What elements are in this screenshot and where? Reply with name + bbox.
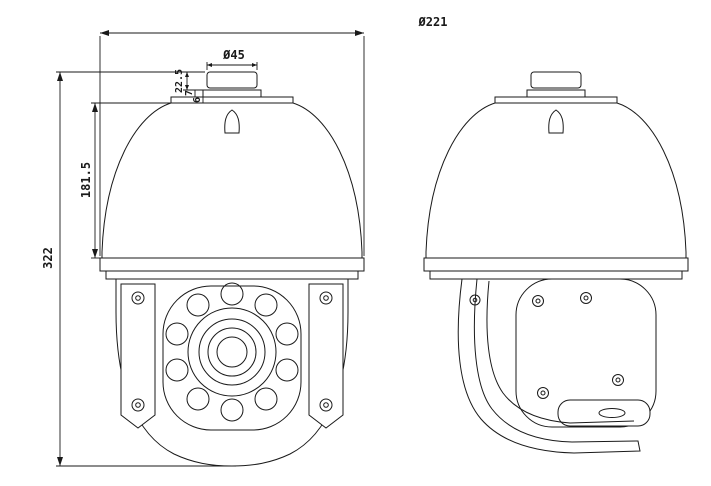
ir-led	[186, 293, 210, 317]
ir-led-ring	[165, 282, 299, 422]
screw-icon	[537, 387, 549, 399]
dome-rim-inner	[105, 270, 359, 280]
screw-icon	[532, 295, 544, 307]
top-connector-cap	[530, 71, 582, 89]
yoke-arm-inner-edge	[486, 280, 635, 424]
dim-dome-height: 181.5	[79, 102, 171, 259]
ir-led	[254, 293, 278, 317]
ir-faceplate	[162, 285, 302, 431]
screw-center-icon	[472, 297, 478, 303]
screw-center-icon	[323, 295, 329, 301]
dim-connector-diameter: Ø45	[206, 48, 258, 70]
dim-label-dome-diameter: Ø221	[418, 15, 448, 29]
lens-aperture	[216, 336, 248, 368]
dome-rim-outer	[99, 257, 365, 272]
dim-overall-height: 322	[41, 71, 236, 467]
ir-led	[254, 387, 278, 411]
right-bracket-strap	[308, 283, 344, 429]
ir-led	[220, 398, 244, 422]
dim-label-overall-height: 322	[41, 247, 55, 269]
body-screws	[469, 292, 624, 399]
mounting-hook-cutout	[224, 109, 240, 134]
screw-icon	[580, 292, 592, 304]
ir-led	[165, 322, 189, 346]
ir-led	[275, 322, 299, 346]
front-view	[99, 71, 365, 467]
dome-rim-inner	[429, 270, 683, 280]
ir-led	[275, 358, 299, 382]
screw-icon	[469, 294, 481, 306]
dim-label-connector-height: 22.5	[174, 69, 185, 93]
ir-led	[186, 387, 210, 411]
connector-collar-lower	[494, 96, 618, 104]
lens-ring-outer	[187, 307, 277, 397]
connector-collar-lower	[170, 96, 294, 104]
dome-rim-outer	[423, 257, 689, 272]
camera-lens	[187, 307, 277, 397]
screw-center-icon	[135, 402, 141, 408]
mounting-hook-cutout	[548, 109, 564, 134]
top-connector-cap	[206, 71, 258, 89]
dim-dome-diameter: Ø221	[99, 15, 448, 256]
ir-led	[165, 358, 189, 382]
camera-body-side	[515, 278, 657, 428]
lens-ring	[198, 318, 266, 386]
dim-label-dome-height: 181.5	[79, 162, 93, 198]
screw-icon	[319, 291, 333, 305]
lens-ring	[207, 327, 257, 377]
screw-icon	[131, 398, 145, 412]
screw-center-icon	[540, 390, 546, 396]
screw-icon	[131, 291, 145, 305]
dim-label-upper-collar-height: 7	[184, 90, 195, 96]
screw-icon	[612, 374, 624, 386]
connector-collar-upper	[202, 89, 262, 98]
screw-center-icon	[323, 402, 329, 408]
left-bracket-strap	[120, 283, 156, 429]
foot-slot	[598, 408, 626, 418]
screw-icon	[319, 398, 333, 412]
dim-connector-heights: 22.5 7 6	[174, 69, 204, 103]
screw-center-icon	[583, 295, 589, 301]
screw-center-icon	[135, 295, 141, 301]
connector-collar-upper	[526, 89, 586, 98]
side-view	[423, 71, 689, 454]
ir-led	[220, 282, 244, 306]
dimension-annotations: Ø221 Ø45 22.5 7 6 181.5	[41, 15, 448, 467]
strap-screws	[131, 291, 333, 412]
dim-label-lower-collar-height: 6	[192, 97, 203, 103]
mounting-foot	[557, 399, 651, 427]
screw-center-icon	[535, 298, 541, 304]
yoke-arm	[457, 278, 641, 454]
screw-center-icon	[615, 377, 621, 383]
dim-label-connector-diameter: Ø45	[222, 48, 245, 62]
